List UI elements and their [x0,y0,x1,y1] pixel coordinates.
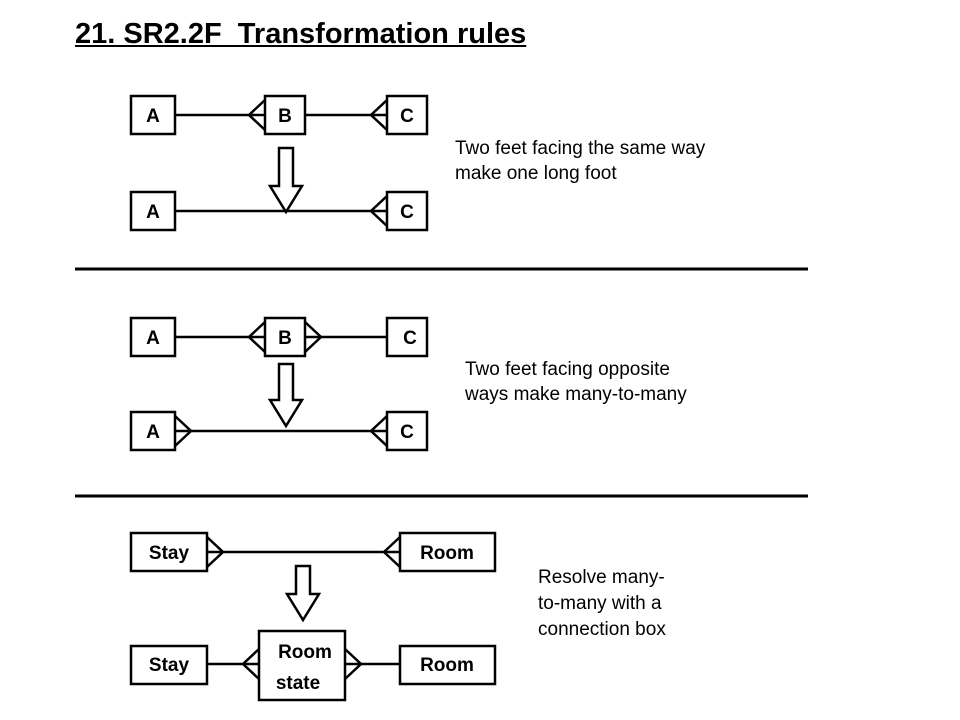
entity-box-stay [129,644,209,686]
box-label: Room [420,655,474,676]
crows-foot-icon [382,536,401,568]
rule1-description: Two feet facing the same way make one lo… [455,138,706,184]
box-label: B [278,328,292,349]
crows-foot-icon [369,99,388,131]
entity-box-b [263,316,307,358]
entity-box-c [385,316,429,358]
entity-box-a [129,316,177,358]
page-title: 21. SR2.2F Transformation rules [75,18,527,50]
crows-foot-icon [369,415,388,447]
crows-foot-icon [304,321,323,353]
entity-box-a [129,190,177,232]
transform-arrow-icon [267,362,305,429]
box-label: Stay [149,543,190,564]
crows-foot-icon [241,648,260,680]
rule1-bottom-row [129,190,429,232]
crows-foot-icon [369,195,388,227]
entity-box-a [129,94,177,136]
entity-box-b [263,94,307,136]
crows-foot-icon [344,648,363,680]
box-label: A [146,202,160,223]
entity-box-room [398,531,497,573]
transform-arrow-icon [267,146,305,215]
rule3-top-row [129,531,497,573]
box-label: C [400,422,414,443]
box-label: C [400,106,414,127]
entity-box-room [398,644,497,686]
entity-box-a [129,410,177,452]
transform-arrow-icon [284,564,322,623]
box-label: A [146,328,160,349]
box-label: A [146,106,160,127]
crows-foot-icon [206,536,225,568]
rule3-bottom-row [129,629,497,702]
box-label: B [278,106,292,127]
box-label: Stay [149,655,190,676]
crows-foot-icon [247,321,266,353]
entity-box-c [385,410,429,452]
rule2-bottom-row [129,410,429,452]
box-label: Room [278,642,332,663]
rule2-top-row [129,316,429,358]
rule2-description: Two feet facing opposite ways make many-… [465,359,687,405]
rule1-top-row [129,94,429,136]
box-label: C [403,328,417,349]
box-label: state [276,673,320,694]
entity-box-c [385,190,429,232]
rule3-description: Resolve many- to-many with a connection … [538,567,666,640]
crows-foot-icon [247,99,266,131]
box-label: Room [420,543,474,564]
box-label: A [146,422,160,443]
entity-box-stay [129,531,209,573]
connection-box-room-state [257,629,347,702]
box-label: C [400,202,414,223]
crows-foot-icon [174,415,193,447]
entity-box-c [385,94,429,136]
